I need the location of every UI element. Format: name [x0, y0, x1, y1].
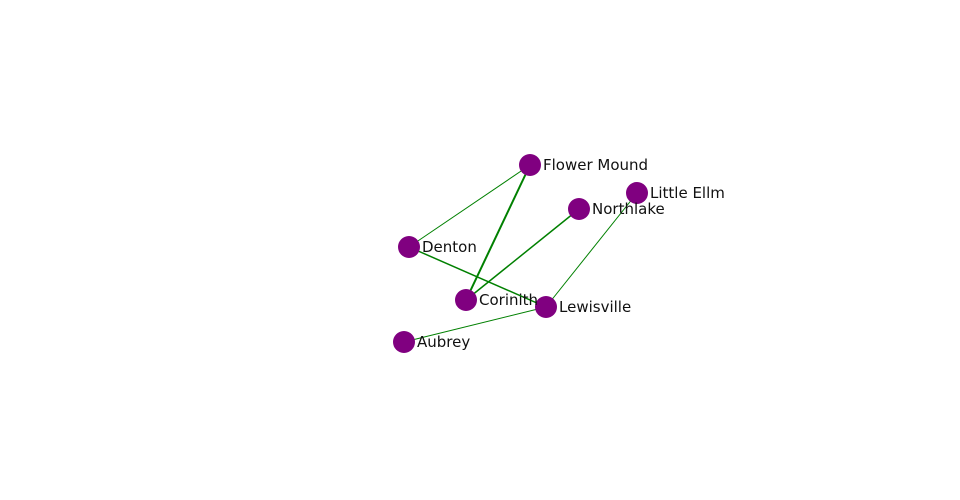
node-label-lewisville: Lewisville [559, 298, 631, 316]
edge-denton-lewisville [408, 246, 547, 308]
node-label-aubrey: Aubrey [417, 333, 470, 351]
edge-denton-flower-mound [408, 164, 531, 248]
node-lewisville[interactable] [535, 296, 557, 318]
edge-little-elm-lewisville [545, 192, 638, 308]
node-aubrey[interactable] [393, 331, 415, 353]
node-denton[interactable] [398, 236, 420, 258]
node-little-elm[interactable] [626, 182, 648, 204]
node-label-denton: Denton [422, 238, 477, 256]
node-label-corinth: Corinith [479, 291, 538, 309]
nodes-layer [393, 154, 648, 353]
edge-aubrey-lewisville [403, 306, 547, 343]
edges-layer [403, 164, 638, 343]
node-label-flower-mound: Flower Mound [543, 156, 648, 174]
node-label-northlake: Northlake [592, 200, 665, 218]
edge-flower-mound-corinth [465, 164, 531, 301]
node-corinth[interactable] [455, 289, 477, 311]
node-northlake[interactable] [568, 198, 590, 220]
edge-northlake-corinth [465, 208, 580, 301]
node-label-little-elm: Little Ellm [650, 184, 725, 202]
node-flower-mound[interactable] [519, 154, 541, 176]
